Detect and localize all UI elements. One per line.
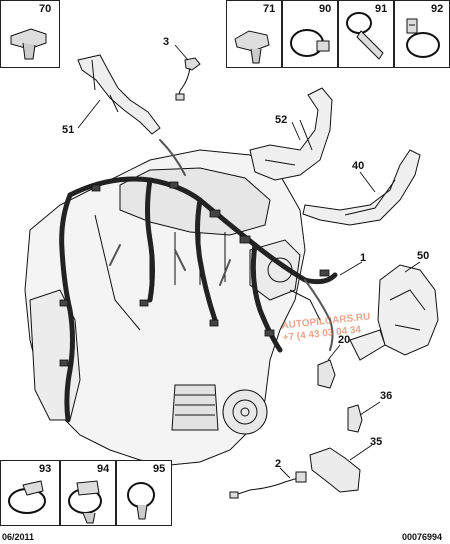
- callout-51: 51: [62, 124, 75, 136]
- part-box-92: 92: [394, 0, 450, 68]
- part-35-bracket: [309, 447, 361, 493]
- leader-20: [327, 344, 341, 361]
- part-3-sensor: [184, 57, 201, 71]
- part-box-71: 71: [226, 0, 282, 68]
- part-20-clip: [317, 359, 336, 389]
- part-box-93: 93: [0, 460, 60, 526]
- part-box-91: 91: [338, 0, 394, 68]
- part-36-clip: [347, 404, 363, 433]
- leader-2: [279, 467, 291, 479]
- part-number-71: 71: [263, 3, 276, 15]
- leader-3: [174, 44, 189, 61]
- part-number-95: 95: [153, 463, 166, 475]
- footer-date: 06/2011: [2, 532, 35, 542]
- callout-50: 50: [417, 250, 430, 262]
- part-number-91: 91: [375, 3, 388, 15]
- cable-tie-90-icon: [290, 29, 330, 57]
- callout-36: 36: [380, 390, 393, 402]
- pulley: [222, 389, 268, 435]
- cable-tie-95-icon: [127, 482, 155, 520]
- part-number-90: 90: [319, 3, 332, 15]
- footer-ref: 00076994: [402, 532, 443, 542]
- callout-1: 1: [360, 252, 367, 264]
- callout-2: 2: [275, 458, 282, 470]
- part-number-70: 70: [39, 3, 52, 15]
- leader-35: [349, 444, 373, 461]
- clip-70-icon: [10, 28, 47, 60]
- part-50-heatshield: [377, 264, 439, 356]
- cable-tie-91-icon: [346, 12, 384, 60]
- cable-tie-93-icon: [8, 480, 46, 514]
- part-box-70: 70: [0, 0, 60, 68]
- callout-35: 35: [370, 436, 383, 448]
- leader-50: [404, 261, 421, 273]
- oil-filter: [171, 384, 219, 431]
- part-52-bracket: [249, 87, 333, 181]
- intake-manifold: [119, 167, 271, 236]
- cable-tie-94-icon: [68, 480, 102, 524]
- part-51-bracket: [77, 54, 161, 135]
- callout-52: 52: [275, 114, 288, 126]
- part-2-sensor: [234, 477, 299, 496]
- callout-40: 40: [352, 160, 365, 172]
- cable-tie-92-icon: [406, 18, 440, 58]
- clip-71-icon: [234, 30, 270, 64]
- callout-20: 20: [338, 334, 351, 346]
- callout-3: 3: [163, 36, 170, 48]
- leader-36: [359, 401, 381, 416]
- part-box-90: 90: [282, 0, 338, 68]
- part-40-bracket: [302, 149, 421, 226]
- leader-52: [291, 121, 301, 141]
- part-number-94: 94: [97, 463, 110, 475]
- part-number-93: 93: [39, 463, 52, 475]
- part-number-92: 92: [431, 3, 444, 15]
- leader-40: [359, 171, 376, 193]
- part-box-94: 94: [60, 460, 116, 526]
- leader-1: [339, 261, 363, 276]
- part-box-95: 95: [116, 460, 172, 526]
- leader-51: [77, 99, 101, 129]
